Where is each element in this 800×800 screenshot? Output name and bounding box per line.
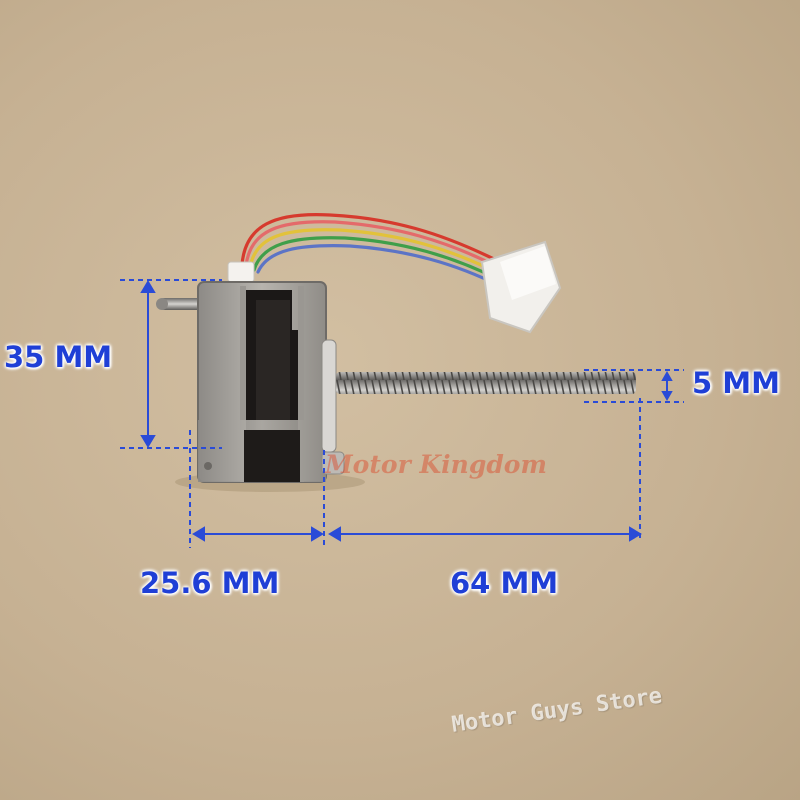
body-length-label: 25.6 MM	[140, 566, 280, 600]
watermark-center: Motor Kingdom	[325, 450, 547, 479]
dim-height	[120, 279, 222, 449]
screw-length-label: 64 MM	[450, 566, 559, 600]
top-connector	[227, 261, 255, 283]
motor-body	[197, 281, 327, 483]
dim-screw-length	[328, 398, 642, 542]
screw-diameter-label: 5 MM	[692, 366, 780, 400]
dim-body-length	[189, 430, 325, 548]
lead-screw	[336, 372, 636, 394]
rear-shaft	[160, 298, 208, 310]
motor-wires	[240, 212, 502, 288]
dim-screw-diameter	[584, 369, 684, 403]
height-label: 35 MM	[4, 340, 113, 374]
front-flange	[321, 339, 337, 453]
wire-connector	[480, 240, 562, 334]
